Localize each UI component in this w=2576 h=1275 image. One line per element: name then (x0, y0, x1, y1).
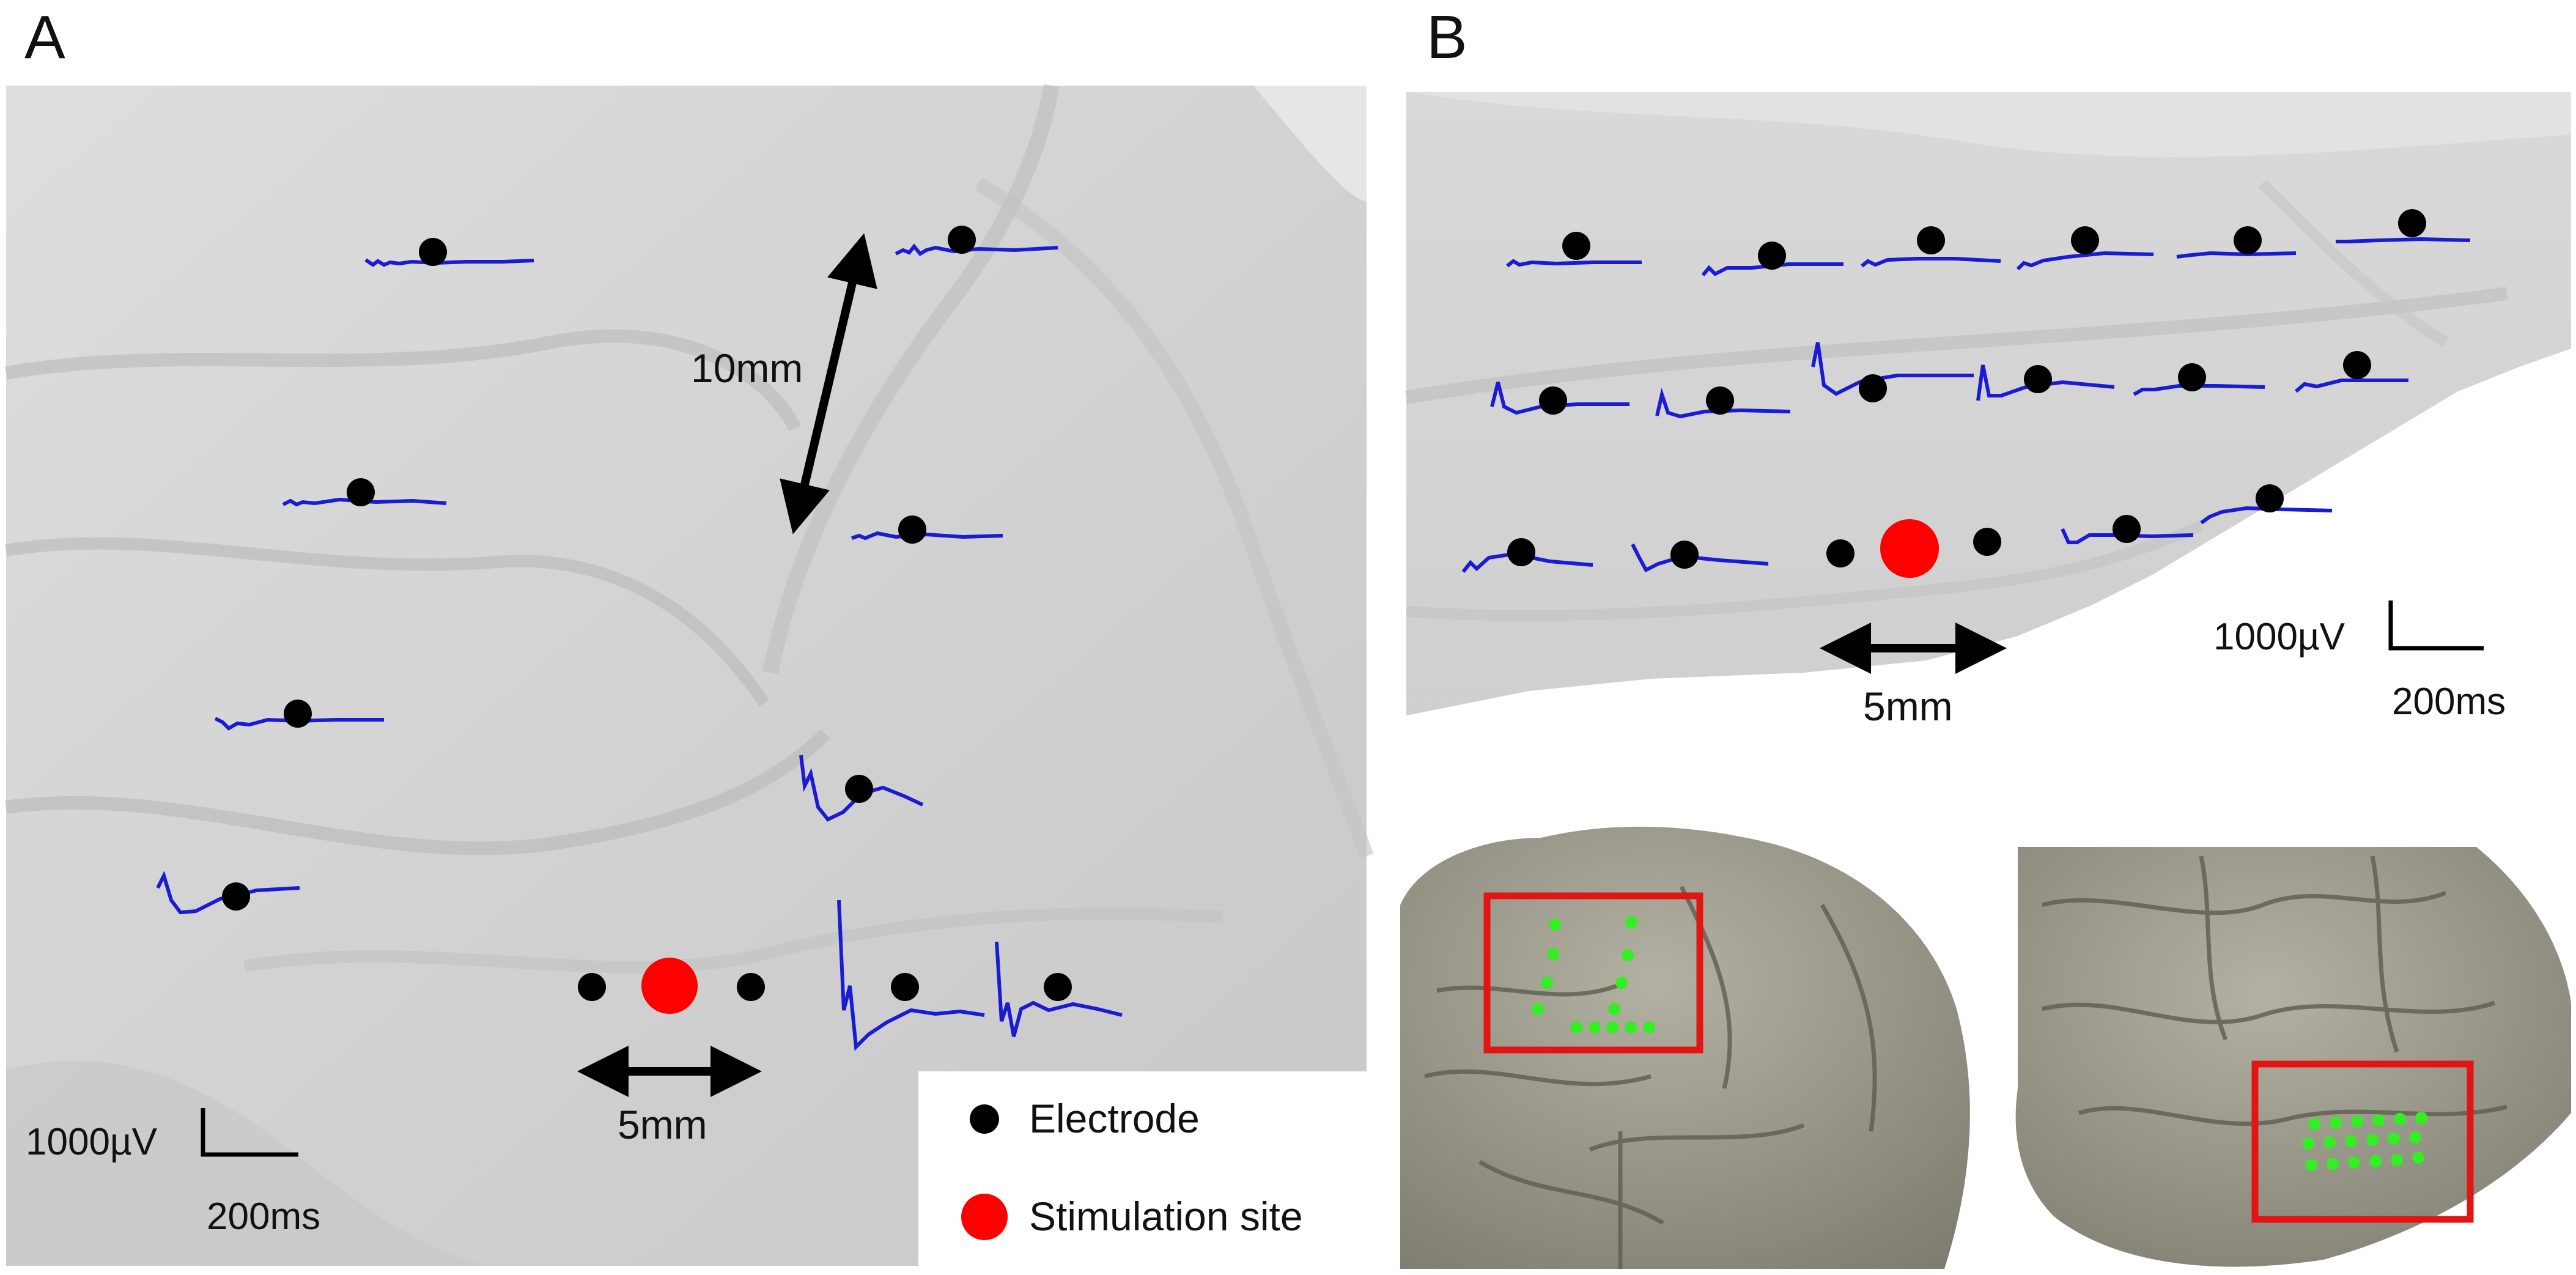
panel-a-label: A (24, 3, 65, 72)
panel-b-electrodes (1507, 209, 2426, 569)
trace (1631, 543, 1769, 572)
trace (2133, 384, 2265, 396)
distance-label-5mm: 5mm (1863, 684, 1953, 729)
electrode-dot (737, 973, 765, 1001)
trace (837, 900, 985, 1051)
amplitude-scale-label: 1000µV (26, 1121, 158, 1163)
electrode-dot (845, 775, 873, 803)
electrode-dot (419, 238, 447, 266)
electrode-grid-dots (2302, 1112, 2427, 1171)
trace (214, 717, 384, 731)
electrode-dot (891, 973, 919, 1001)
panel-b-traces (1461, 237, 2471, 573)
electrode-grid-dots (1532, 916, 1655, 1033)
electrode-dot (2024, 365, 2052, 393)
electrode-dot (578, 973, 606, 1001)
trace (1655, 387, 1791, 419)
electrode-dot (2178, 363, 2206, 391)
electrode-dot (2071, 226, 2099, 254)
panel-b-label: B (1426, 3, 1467, 72)
trace (1506, 259, 1642, 268)
electrode-dot (1044, 973, 1072, 1001)
electrode-dot (1507, 538, 1535, 566)
trace (2016, 251, 2154, 271)
stimulation-site (1880, 519, 1939, 578)
panel-b-scale-bar: 1000µV 200ms (2213, 601, 2506, 723)
legend-electrode-label: Electrode (1029, 1096, 1200, 1141)
trace (1976, 364, 2115, 401)
trace (2061, 528, 2194, 544)
trace (995, 941, 1123, 1037)
trace (895, 243, 1058, 256)
distance-label-10mm: 10mm (691, 346, 803, 391)
legend-stimulation-label: Stimulation site (1029, 1194, 1303, 1239)
electrode-dot (2398, 209, 2426, 237)
panel-a: A (5, 3, 1374, 1266)
panel-b: B (1400, 3, 2571, 1269)
trace (1461, 552, 1593, 573)
distance-arrow-vertical (780, 233, 877, 534)
highlight-box (2251, 1060, 2474, 1223)
panel-a-electrodes (222, 226, 1072, 1001)
electrode-dot (1562, 232, 1590, 260)
time-scale-label: 200ms (2392, 681, 2506, 723)
electrode-dot (284, 700, 312, 728)
electrode-dot (2234, 226, 2262, 254)
electrode-dot (2113, 515, 2141, 543)
panel-a-traces (156, 243, 1123, 1051)
trace (364, 258, 534, 267)
trace (851, 531, 1003, 541)
electrode-dot (1917, 226, 1945, 254)
electrode-dot (1670, 541, 1699, 569)
trace (1701, 262, 1843, 276)
electrode-dot (1539, 386, 1567, 415)
trace (2295, 379, 2408, 393)
electrode-dot (2256, 484, 2284, 512)
electrode-dot (1826, 539, 1854, 567)
panel-a-scale-bar: 1000µV 200ms (26, 1108, 320, 1238)
electrode-dot (2343, 351, 2371, 379)
trace (2176, 251, 2297, 259)
brain-render-top-view (1400, 826, 1970, 1269)
trace (282, 497, 447, 507)
electrode-dot (347, 478, 375, 506)
electrode-dot (948, 226, 976, 254)
trace (2200, 506, 2333, 525)
trace (2336, 237, 2471, 243)
brain-render-lateral-view (2015, 847, 2571, 1267)
distance-label-5mm: 5mm (618, 1102, 707, 1147)
legend: Electrode Stimulation site (918, 1071, 1367, 1266)
trace (1490, 382, 1629, 415)
legend-stimulation-icon (961, 1194, 1008, 1240)
trace (1861, 257, 2001, 268)
stimulation-site (641, 958, 698, 1014)
electrode-dot (1706, 386, 1734, 415)
amplitude-scale-label: 1000µV (2213, 616, 2345, 658)
electrode-dot (1859, 374, 1887, 402)
electrode-dot (222, 882, 250, 911)
trace (1811, 342, 1974, 396)
highlight-box (1483, 892, 1703, 1054)
electrode-dot (1973, 528, 2001, 556)
trace (799, 755, 924, 822)
legend-electrode-icon (970, 1104, 999, 1134)
trace (156, 870, 300, 915)
electrode-dot (898, 516, 926, 544)
time-scale-label: 200ms (207, 1196, 320, 1238)
electrode-dot (1758, 242, 1786, 270)
